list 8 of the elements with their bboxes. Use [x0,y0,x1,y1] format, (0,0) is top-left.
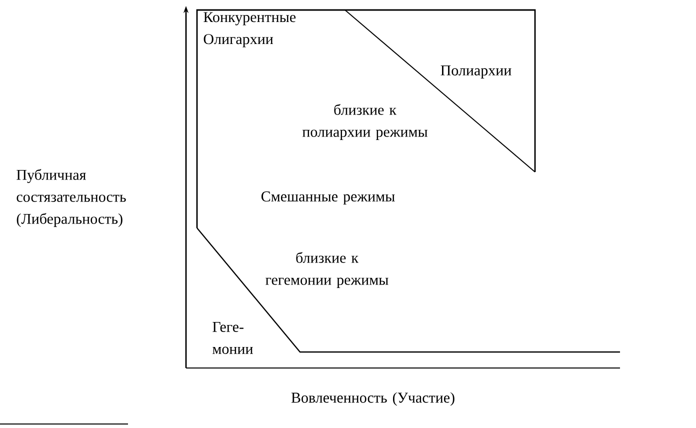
axis-label: Публичная состязательность (Либеральность) [16,169,126,227]
region-label: Полиархии [440,65,512,78]
region-label: близкие к полиархии режимы [302,104,428,140]
axis-label: Вовлеченность (Участие) [291,392,454,406]
region-label: Смешанные режимы [261,191,395,205]
region-label: близкие к гегемонии режимы [266,252,388,288]
region-label: Геге-монии [212,322,253,354]
region-label: Конкурентные Олигархии [204,12,296,48]
